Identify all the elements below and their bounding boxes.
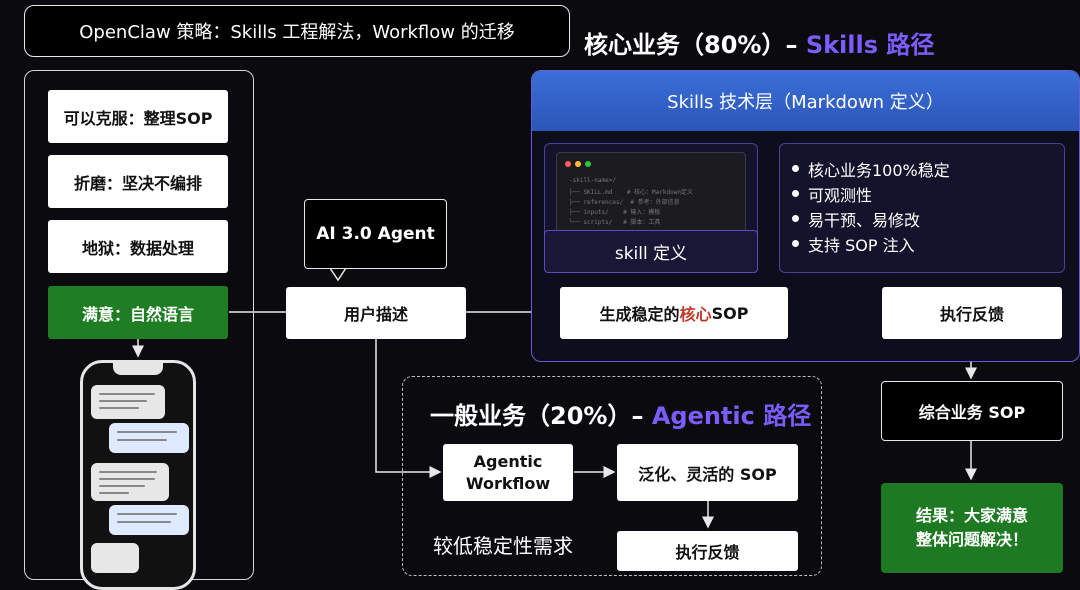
agentic-heading: 一般业务（20%）– Agentic 路径 bbox=[430, 396, 811, 431]
core-benefits-list: 核心业务100%稳定 可观测性 易干预、易修改 支持 SOP 注入 bbox=[792, 156, 1064, 256]
flexible-sop-box: 泛化、灵活的 SOP bbox=[617, 444, 798, 501]
core-heading-accent: Skills 路径 bbox=[805, 31, 935, 59]
chat-bubble-3 bbox=[91, 463, 169, 501]
window-maximize-dot bbox=[585, 161, 591, 167]
chat-bubble-2 bbox=[109, 423, 189, 453]
ai-agent-label: AI 3.0 Agent bbox=[304, 199, 447, 269]
agentic-exec-feedback-box: 执行反馈 bbox=[617, 531, 798, 571]
left-item-overcome: 可以克服：整理SOP bbox=[48, 90, 228, 143]
chat-bubble-4 bbox=[109, 505, 189, 535]
phone-notch bbox=[113, 363, 163, 375]
low-stability-label: 较低稳定性需求 bbox=[433, 534, 573, 558]
left-item-hell: 地狱：数据处理 bbox=[48, 220, 228, 273]
code-line: └── scripts/ # 脚本：工具 bbox=[569, 219, 661, 226]
benefit-item: 易干预、易修改 bbox=[792, 206, 1064, 231]
agentic-heading-prefix: 一般业务（20%）– bbox=[430, 402, 652, 430]
code-line: ├── SKILL.md # 核心：Markdown定义 bbox=[569, 189, 693, 196]
window-minimize-dot bbox=[575, 161, 581, 167]
skills-header: Skills 技术层（Markdown 定义） bbox=[532, 71, 1079, 131]
code-line: ├── inputs/ # 输入：模板 bbox=[569, 209, 661, 216]
composite-sop-box: 综合业务 SOP bbox=[881, 381, 1063, 441]
core-heading: 核心业务（80%）– Skills 路径 bbox=[584, 25, 934, 60]
left-item-torment: 折磨：坚决不编排 bbox=[48, 155, 228, 208]
window-close-dot bbox=[565, 161, 571, 167]
code-line: -skill-name>/ bbox=[569, 177, 616, 184]
diagram-title: OpenClaw 策略：Skills 工程解法，Workflow 的迁移 bbox=[24, 5, 570, 57]
benefit-item: 核心业务100%稳定 bbox=[792, 156, 1064, 181]
agentic-heading-accent: Agentic 路径 bbox=[651, 402, 812, 430]
left-item-satisfied: 满意：自然语言 bbox=[48, 286, 228, 339]
core-heading-prefix: 核心业务（80%）– bbox=[584, 31, 806, 59]
generate-core-sop-box: 生成稳定的核心 SOP bbox=[560, 287, 788, 339]
user-describe-box: 用户描述 bbox=[286, 287, 466, 339]
chat-bubble-5 bbox=[91, 543, 139, 573]
phone-mockup bbox=[80, 360, 196, 590]
core-exec-feedback-box: 执行反馈 bbox=[882, 287, 1062, 339]
skill-definition-box: skill 定义 bbox=[544, 230, 758, 273]
code-window: -skill-name>/ ├── SKILL.md # 核心：Markdown… bbox=[556, 152, 746, 232]
benefit-item: 可观测性 bbox=[792, 181, 1064, 206]
chat-bubble-1 bbox=[91, 385, 165, 419]
result-box: 结果：大家满意 整体问题解决！ bbox=[881, 483, 1063, 573]
code-line: ├── references/ # 参考：外部信息 bbox=[569, 199, 680, 206]
core-benefits-panel: 核心业务100%稳定 可观测性 易干预、易修改 支持 SOP 注入 bbox=[779, 143, 1065, 273]
benefit-item: 支持 SOP 注入 bbox=[792, 231, 1064, 256]
agentic-workflow-box: Agentic Workflow bbox=[443, 444, 573, 501]
